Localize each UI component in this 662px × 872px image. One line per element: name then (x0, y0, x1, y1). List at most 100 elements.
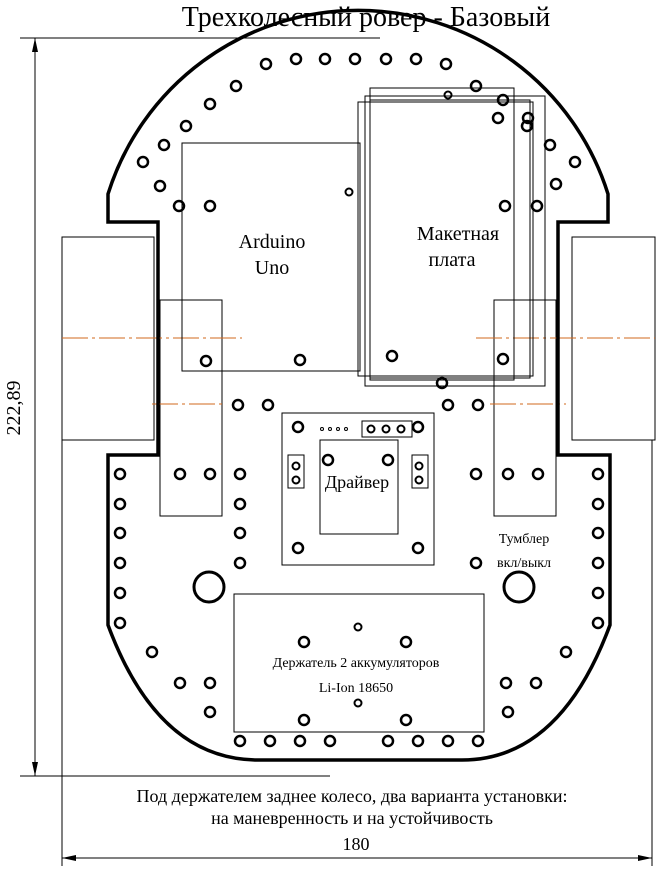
mounting-hole (385, 349, 399, 363)
mounting-hole (399, 635, 413, 649)
mounting-hole (520, 119, 534, 133)
width-dimension (61, 440, 653, 866)
battery-holder (233, 593, 485, 733)
mounting-hole (348, 52, 362, 66)
mounting-hole (297, 635, 311, 649)
mounting-hole (233, 467, 247, 481)
small-hole (381, 424, 391, 434)
mounting-hole (113, 586, 127, 600)
mounting-hole (591, 526, 605, 540)
mounting-hole (471, 398, 485, 412)
mounting-hole (153, 179, 167, 193)
mounting-hole (469, 467, 483, 481)
mounting-hole (501, 705, 515, 719)
mounting-hole (591, 556, 605, 570)
driver-chip (319, 439, 399, 535)
mounting-hole (113, 497, 127, 511)
mounting-hole (439, 57, 453, 71)
drawing-title: Трехколесный ровер - Базовый (182, 2, 550, 33)
mounting-hole (179, 119, 193, 133)
mounting-hole (521, 111, 535, 125)
mounting-hole (136, 155, 150, 169)
left-motor (159, 299, 223, 517)
driver-board (281, 412, 435, 566)
arduino-label-line1: Arduino (239, 231, 306, 253)
mounting-hole (549, 177, 563, 191)
mounting-hole (173, 676, 187, 690)
mounting-hole (157, 138, 171, 152)
chassis-outline (106, 8, 612, 762)
mounting-hole (496, 352, 510, 366)
mounting-hole (233, 497, 247, 511)
small-hole (353, 622, 363, 632)
mounting-hole (411, 420, 425, 434)
mounting-holes (113, 52, 605, 748)
mounting-hole (411, 541, 425, 555)
mounting-hole (113, 467, 127, 481)
mounting-hole (411, 734, 425, 748)
mounting-hole (591, 497, 605, 511)
mounting-hole (441, 734, 455, 748)
small-hole (366, 424, 376, 434)
mounting-hole (233, 734, 247, 748)
mounting-hole (203, 676, 217, 690)
mounting-hole (229, 79, 243, 93)
mounting-hole (263, 734, 277, 748)
mounting-hole (501, 467, 515, 481)
mounting-hole (113, 556, 127, 570)
mounting-hole (441, 398, 455, 412)
small-hole (396, 424, 406, 434)
pin-dot (336, 427, 340, 431)
mounting-hole (261, 398, 275, 412)
small-hole (443, 90, 453, 100)
breadboard-label-line2: плата (429, 249, 476, 271)
mounting-hole (113, 526, 127, 540)
pin-dot (320, 427, 324, 431)
note-line2: на маневренность и на устойчивость (211, 808, 493, 828)
mounting-hole (471, 734, 485, 748)
mounting-hole (381, 453, 395, 467)
mounting-hole (293, 353, 307, 367)
battery-label-line1: Держатель 2 аккумуляторов (273, 656, 440, 671)
mounting-hole (203, 705, 217, 719)
switch-label-line1: Тумблер (499, 532, 550, 547)
mounting-hole (323, 734, 337, 748)
small-hole (414, 461, 424, 471)
driver-label: Драйвер (325, 472, 389, 492)
mounting-hole (291, 420, 305, 434)
height-dimension (20, 37, 380, 777)
height-dimension-label: 222,89 (3, 381, 25, 436)
arduino-board (181, 142, 361, 372)
driver-header-left (287, 454, 305, 489)
mounting-hole (435, 376, 449, 390)
mounting-hole (496, 93, 510, 107)
mounting-hole (145, 645, 159, 659)
mounting-hole (231, 398, 245, 412)
breadboard (357, 87, 546, 387)
mounting-hole (529, 676, 543, 690)
driver-header-top (361, 420, 413, 438)
wheel-hole-right (502, 570, 536, 604)
small-hole (344, 187, 354, 197)
mounting-hole (172, 199, 186, 213)
axle-centerlines (62, 337, 655, 405)
mounting-hole (293, 734, 307, 748)
mounting-hole (199, 354, 213, 368)
small-hole (291, 461, 301, 471)
breadboard-label-line1: Макетная (417, 223, 499, 245)
arduino-label-line2: Uno (255, 257, 289, 279)
mounting-hole (297, 713, 311, 727)
mounting-hole (591, 586, 605, 600)
mounting-hole (559, 645, 573, 659)
mounting-hole (113, 616, 127, 630)
mounting-hole (203, 199, 217, 213)
switch-label-line2: вкл/выкл (497, 556, 551, 571)
right-motor (493, 299, 557, 517)
small-hole (353, 698, 363, 708)
mounting-hole (491, 111, 505, 125)
mounting-hole (469, 79, 483, 93)
mounting-hole (568, 155, 582, 169)
mounting-hole (318, 52, 332, 66)
note-line1: Под держателем заднее колесо, два вариан… (137, 786, 568, 806)
mounting-hole (530, 199, 544, 213)
